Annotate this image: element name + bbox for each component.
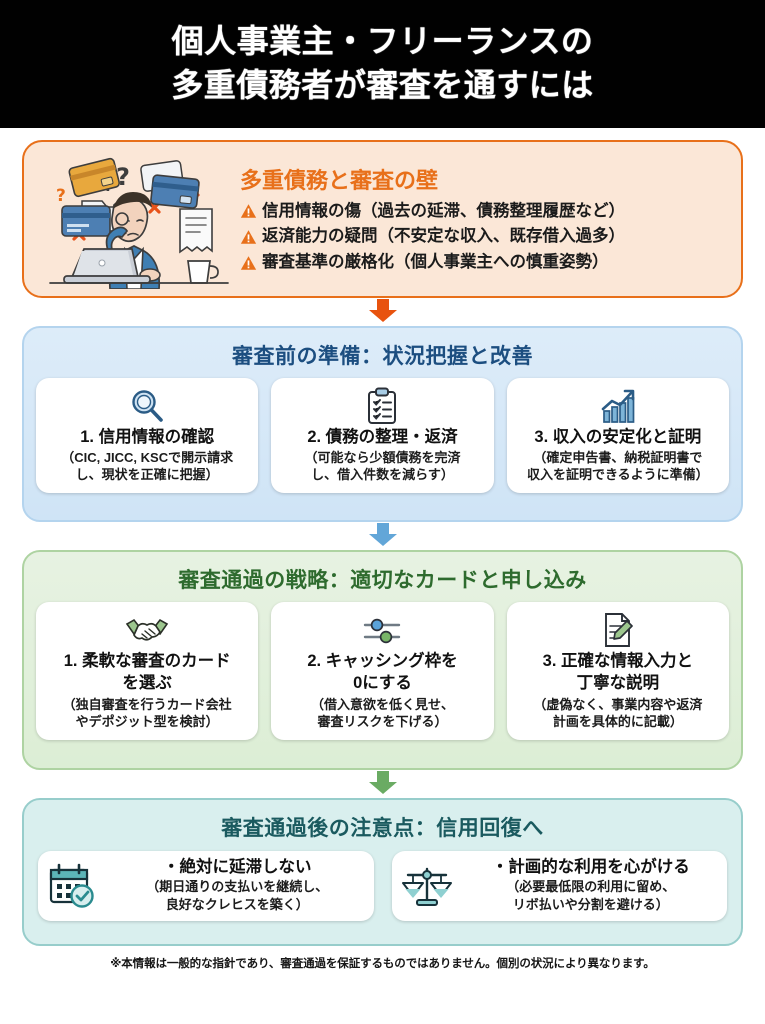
after-panel: 審査通過後の注意点：信用回復へ bbox=[22, 798, 743, 946]
after-card-title: ・絶対に延滞しない bbox=[163, 858, 312, 876]
down-arrow-icon bbox=[368, 771, 397, 794]
strategy-card-sub-line2: 計画を具体的に記載） bbox=[552, 713, 683, 729]
prep-card-sub-line1: （確定申告書、納税証明書で bbox=[533, 450, 703, 466]
after-cards: ・絶対に延滞しない （期日通りの支払いを継続し、 良好なクレヒスを築く） bbox=[38, 851, 727, 921]
down-arrow-icon bbox=[368, 299, 397, 322]
problem-item-text: 返済能力の疑問（不安定な収入、既存借入過多） bbox=[262, 227, 625, 246]
after-card-text: ・絶対に延滞しない （期日通りの支払いを継続し、 良好なクレヒスを築く） bbox=[109, 858, 366, 914]
strategy-card-sub-line2: やデポジット型を検討） bbox=[75, 713, 219, 729]
problem-item: 信用情報の傷（過去の延滞、債務整理履歴など） bbox=[240, 199, 731, 225]
strategy-card-sub-line1: （独自審査を行うカード会社 bbox=[62, 696, 232, 712]
after-card-sub-line1: （必要最低限の利用に留め、 bbox=[506, 878, 676, 894]
after-card-no-delinquency: ・絶対に延滞しない （期日通りの支払いを継続し、 良好なクレヒスを築く） bbox=[38, 851, 374, 921]
sliders-icon bbox=[360, 610, 404, 650]
after-card-sub-line2: リボ払いや分割を避ける） bbox=[512, 896, 669, 912]
problem-item-text: 審査基準の厳格化（個人事業主への慎重姿勢） bbox=[262, 252, 609, 271]
strategy-card-title-line2: を選ぶ bbox=[122, 674, 172, 693]
svg-text:?: ? bbox=[56, 186, 66, 206]
prep-card-title: 2. 債務の整理・返済 bbox=[307, 428, 458, 446]
arrow-connector-3 bbox=[0, 770, 765, 796]
strategy-card-title-line1: 3. 正確な情報入力と bbox=[542, 652, 693, 670]
prep-cards: 1. 信用情報の確認 （CIC, JICC, KSCで開示請求 し、現状を正確に… bbox=[36, 378, 729, 494]
warning-triangle-icon bbox=[240, 230, 257, 244]
prep-card-income-proof: 3. 収入の安定化と証明 （確定申告書、納税証明書で 収入を証明できるように準備… bbox=[506, 378, 729, 494]
magnifier-icon bbox=[128, 386, 166, 426]
prep-panel-title: 審査前の準備：状況把握と改善 bbox=[232, 345, 533, 368]
prep-card-title: 3. 収入の安定化と証明 bbox=[534, 428, 702, 446]
after-card-planned-usage: ・計画的な利用を心がける （必要最低限の利用に留め、 リボ払いや分割を避ける） bbox=[391, 851, 727, 921]
after-card-sub-line2: 良好なクレヒスを築く） bbox=[165, 896, 309, 912]
warning-triangle-icon bbox=[240, 204, 257, 219]
problem-panel: ? ? ? bbox=[22, 140, 743, 298]
prep-card-sub-line1: （CIC, JICC, KSCで開示請求 bbox=[61, 450, 234, 466]
strategy-card-sub-line1: （虚偽なく、事業内容や返済 bbox=[533, 696, 703, 712]
strategy-card-sub-line2: 審査リスクを下げる） bbox=[317, 713, 448, 729]
after-card-sub-line1: （期日通りの支払いを継続し、 bbox=[146, 878, 329, 894]
strategy-cards: 1. 柔軟な審査のカード を選ぶ （独自審査を行うカード会社 やデポジット型を検… bbox=[36, 602, 729, 740]
prep-card-sub-line2: し、借入件数を減らす） bbox=[311, 467, 454, 483]
growth-chart-icon bbox=[598, 386, 638, 426]
strategy-card-sub-line1: （借入意欲を低く見せ、 bbox=[310, 696, 454, 712]
strategy-panel: 審査通過の戦略：適切なカードと申し込み 1. 柔軟な審査のカード を選ぶ （独自… bbox=[22, 550, 743, 770]
warning-triangle-icon bbox=[240, 255, 257, 270]
strategy-card-title-line1: 1. 柔軟な審査のカード bbox=[63, 652, 231, 670]
strategy-card-title-line2: 丁寧な説明 bbox=[576, 674, 660, 693]
problem-item: 審査基準の厳格化（個人事業主への慎重姿勢） bbox=[240, 250, 731, 276]
prep-card-sub-line2: 収入を証明できるように準備） bbox=[526, 467, 709, 483]
page-title-line2: 多重債務者が審査を通すには bbox=[171, 67, 594, 103]
problem-item-text: 信用情報の傷（過去の延滞、債務整理履歴など） bbox=[262, 201, 625, 220]
disclaimer-note: ※本情報は一般的な指針であり、審査通過を保証するものではありません。個別の状況に… bbox=[110, 958, 655, 970]
calendar-check-icon bbox=[46, 863, 100, 909]
worried-freelancer-illustration: ? ? ? bbox=[38, 149, 234, 290]
strategy-card-title-line2: 0にする bbox=[353, 674, 412, 693]
strategy-card-accurate-input: 3. 正確な情報入力と 丁寧な説明 （虚偽なく、事業内容や返済 計画を具体的に記… bbox=[506, 602, 729, 740]
balance-scales-icon bbox=[400, 863, 454, 909]
clipboard-checklist-icon bbox=[365, 386, 399, 426]
strategy-card-title-line1: 2. キャッシング枠を bbox=[307, 652, 458, 670]
strategy-card-zero-cashing: 2. キャッシング枠を 0にする （借入意欲を低く見せ、 審査リスクを下げる） bbox=[271, 602, 494, 740]
prep-card-debt-cleanup: 2. 債務の整理・返済 （可能なら少額債務を完済 し、借入件数を減らす） bbox=[271, 378, 494, 494]
problem-body: 多重債務と審査の壁 信用情報の傷（過去の延滞、債務整理履歴など） 返済能力の疑問… bbox=[234, 163, 731, 276]
arrow-connector-2 bbox=[0, 522, 765, 548]
prep-card-credit-check: 1. 信用情報の確認 （CIC, JICC, KSCで開示請求 し、現状を正確に… bbox=[36, 378, 259, 494]
problem-item: 返済能力の疑問（不安定な収入、既存借入過多） bbox=[240, 224, 731, 250]
handshake-icon bbox=[125, 610, 169, 650]
document-pencil-icon bbox=[599, 610, 637, 650]
strategy-panel-title: 審査通過の戦略：適切なカードと申し込み bbox=[178, 569, 587, 592]
prep-panel: 審査前の準備：状況把握と改善 1. 信用情報の確認 （CIC, JICC, KS… bbox=[22, 326, 743, 522]
page-header: 個人事業主・フリーランスの 多重債務者が審査を通すには bbox=[0, 0, 765, 128]
arrow-connector-1 bbox=[0, 298, 765, 324]
prep-card-sub-line1: （可能なら少額債務を完済 bbox=[304, 450, 461, 466]
problem-title: 多重債務と審査の壁 bbox=[240, 167, 439, 193]
strategy-card-flexible-card: 1. 柔軟な審査のカード を選ぶ （独自審査を行うカード会社 やデポジット型を検… bbox=[36, 602, 259, 740]
down-arrow-icon bbox=[368, 523, 397, 546]
after-card-title: ・計画的な利用を心がける bbox=[491, 858, 690, 876]
page-title-line1: 個人事業主・フリーランスの bbox=[171, 23, 594, 60]
after-card-text: ・計画的な利用を心がける （必要最低限の利用に留め、 リボ払いや分割を避ける） bbox=[463, 858, 720, 914]
prep-card-title: 1. 信用情報の確認 bbox=[80, 428, 215, 446]
prep-card-sub-line2: し、現状を正確に把握） bbox=[75, 467, 219, 483]
after-panel-title: 審査通過後の注意点：信用回復へ bbox=[221, 817, 544, 840]
